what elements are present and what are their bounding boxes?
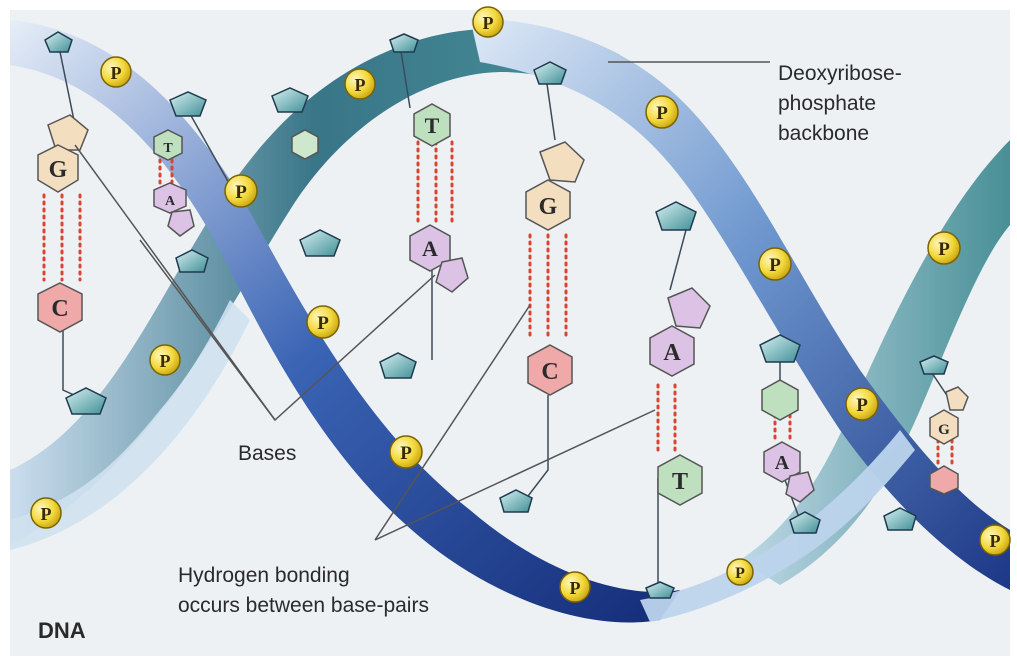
phosphate: P: [390, 436, 422, 468]
phosphate-letter: P: [990, 531, 1001, 551]
base-letter: A: [775, 452, 790, 474]
base-letter: G: [938, 422, 950, 438]
phosphate-letter: P: [400, 443, 412, 464]
hbond-label-line2: occurs between base-pairs: [178, 594, 429, 617]
phosphate-letter: P: [235, 182, 247, 203]
base-letter: T: [672, 469, 688, 495]
phosphate: P: [150, 345, 180, 375]
phosphate: P: [225, 175, 257, 207]
base-T-faint: [292, 130, 318, 159]
base-letter: T: [425, 113, 440, 138]
phosphate-letter: P: [41, 504, 52, 524]
phosphate-letter: P: [769, 255, 781, 276]
phosphate: P: [307, 306, 339, 338]
phosphate-letter: P: [656, 103, 668, 124]
phosphate: P: [560, 572, 590, 602]
base-letter: G: [539, 194, 558, 220]
phosphate: P: [846, 388, 878, 420]
bases-label: Bases: [238, 442, 296, 465]
base-letter: A: [165, 194, 176, 209]
base-letter: A: [422, 236, 438, 261]
phosphate-letter: P: [160, 351, 171, 371]
diagram-title: DNA: [38, 618, 86, 643]
phosphate: P: [345, 69, 375, 99]
phosphate-letter: P: [355, 75, 366, 95]
base-letter: C: [541, 359, 558, 385]
phosphate: P: [980, 525, 1010, 555]
phosphate-letter: P: [483, 13, 494, 33]
phosphate: P: [759, 248, 791, 280]
phosphate-letter: P: [938, 239, 950, 260]
backbone-label-line2: phosphate: [778, 92, 876, 115]
phosphate: P: [473, 7, 503, 37]
base-letter: T: [163, 141, 173, 156]
phosphate-letter: P: [735, 565, 745, 582]
backbone-label-line1: Deoxyribose-: [778, 62, 902, 85]
phosphate-letter: P: [570, 578, 581, 598]
phosphate: P: [928, 232, 960, 264]
base-letter: C: [51, 296, 68, 322]
phosphate: P: [646, 96, 678, 128]
phosphate: P: [101, 57, 131, 87]
hbond-label-line1: Hydrogen bonding: [178, 564, 350, 587]
phosphate-letter: P: [856, 395, 868, 416]
phosphate: P: [31, 498, 61, 528]
base-letter: A: [663, 340, 681, 366]
phosphate: P: [727, 559, 753, 585]
phosphate-letter: P: [111, 63, 122, 83]
backbone-label-line3: backbone: [778, 122, 869, 145]
base-letter: G: [49, 157, 68, 183]
phosphate-letter: P: [317, 313, 329, 334]
